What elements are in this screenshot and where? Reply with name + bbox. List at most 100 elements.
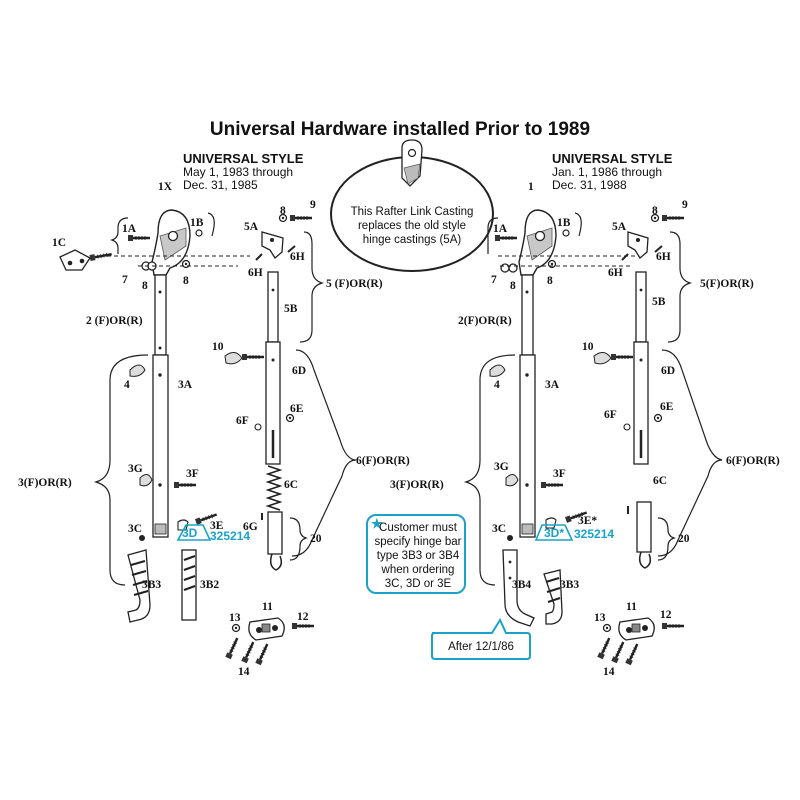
right-hook-20 [636,501,652,569]
label-11: 11 [262,601,273,613]
label-1c: 1C [52,237,66,249]
rafter-link-casting-image [401,139,423,187]
customer-note-line1: Customer must [379,522,458,534]
label-4: 4 [124,379,130,391]
star-icon: ★ [371,516,383,531]
label-3: 3(F)OR(R) [18,477,72,489]
after-date-text: After 12/1/86 [448,641,514,653]
left-upper-tube-2 [154,274,167,356]
left-hinge-bar-3b2 [181,549,197,621]
label-6-right: 6(F)OR(R) [726,455,780,467]
label-13-right: 13 [594,612,606,624]
left-hinge-casting-5a [261,231,284,259]
label-8-b-right: 8 [547,275,553,287]
label-6e: 6E [290,403,304,415]
label-part-number-right: 325214 [574,527,614,541]
label-8-a: 8 [142,280,148,292]
label-5b-right: 5B [652,296,666,308]
label-2-right: 2(F)OR(R) [458,315,512,327]
label-part-number: 325214 [210,529,250,543]
label-4-right: 4 [494,379,500,391]
left-assembly: 1X 1A 1B 1C 7 8 8 8 9 5A 6H 6H 5 (F)OR(R… [18,181,410,678]
left-lower-tube-3a [152,354,169,538]
left-hook-20 [267,511,283,571]
left-style-name: UNIVERSAL STYLE [183,151,304,166]
label-5a: 5A [244,221,259,233]
label-5-right: 5(F)OR(R) [700,278,754,290]
label-8-c: 8 [280,205,286,217]
label-6e-right: 6E [660,401,674,413]
label-3f-right: 3F [553,468,566,480]
label-20-right: 20 [678,533,690,545]
label-6h-b-right: 6H [656,251,671,263]
label-6f: 6F [236,415,249,427]
label-3g-right: 3G [494,461,509,473]
label-6d-right: 6D [661,365,675,377]
left-upper-post-5b [267,271,279,343]
left-lower-post-6d [265,341,281,465]
right-hinge-bar-3b3 [543,569,563,625]
label-5b: 5B [284,303,298,315]
customer-note-line2: specify hinge bar [375,536,462,548]
label-7: 7 [122,274,128,286]
right-part-3d-highlight [534,524,574,541]
label-10: 10 [212,341,224,353]
label-5a-right: 5A [612,221,627,233]
label-6c-right: 6C [653,475,667,487]
label-7-right: 7 [491,274,497,286]
left-rafter-casting-1x [151,209,191,276]
right-style-date-from: Jan. 1, 1986 through [552,165,663,179]
label-12-right: 12 [660,609,672,621]
right-upper-post-5b [635,271,647,343]
label-1x: 1X [158,181,173,193]
label-8-a-right: 8 [510,280,516,292]
label-6g: 6G [243,521,258,533]
label-6: 6(F)OR(R) [356,455,410,467]
label-6d: 6D [292,365,306,377]
right-style-date-to: Dec. 31, 1988 [552,178,627,192]
casting-note-line2: replaces the old style [358,220,466,232]
left-plate-11 [248,617,285,641]
label-3b3-right: 3B3 [560,579,579,591]
left-style-header: UNIVERSAL STYLE May 1, 1983 through Dec.… [183,152,303,192]
label-3c-right: 3C [492,523,506,535]
label-2: 2 (F)OR(R) [86,315,143,327]
right-assembly: 1 1A 1B 7 8 8 8 9 5A 6H 6H 5(F)OR(R) 5B … [390,181,780,678]
label-3g: 3G [128,463,143,475]
casting-callout: This Rafter Link Casting replaces the ol… [330,139,494,272]
label-3f: 3F [186,468,199,480]
left-style-date-to: Dec. 31, 1985 [183,178,258,192]
label-3b4: 3B4 [512,579,531,591]
label-3d-right: 3D* [544,526,564,540]
left-part-3d-highlight [176,524,212,541]
label-3e-right: 3E* [578,515,597,527]
left-hinge-bar-3b3 [127,549,151,623]
casting-note-line1: This Rafter Link Casting [351,206,474,218]
label-8-c-right: 8 [652,205,658,217]
right-style-name: UNIVERSAL STYLE [552,151,673,166]
label-9: 9 [310,199,316,211]
label-11-right: 11 [626,601,637,613]
label-9-right: 9 [682,199,688,211]
label-6f-right: 6F [604,409,617,421]
label-3-right: 3(F)OR(R) [390,479,444,491]
label-8-b: 8 [183,275,189,287]
after-date-callout: After 12/1/86 [431,617,531,660]
label-1a-right: 1A [493,223,508,235]
customer-note-callout: ★ Customer must specify hinge bar type 3… [366,514,466,594]
label-12: 12 [297,611,309,623]
label-1b-right: 1B [557,217,571,229]
right-hinge-bar-3b4 [502,549,535,627]
label-1: 1 [528,181,534,193]
label-3b2: 3B2 [200,579,219,591]
right-rafter-casting-1 [518,209,557,276]
label-14: 14 [238,666,250,678]
label-20: 20 [310,533,322,545]
label-3a-right: 3A [545,379,560,391]
right-lower-tube-3a [519,354,536,538]
label-1b: 1B [190,217,204,229]
right-plate-11 [618,617,655,641]
label-3d: 3D [182,526,198,540]
left-style-date-from: May 1, 1983 through [183,165,294,179]
